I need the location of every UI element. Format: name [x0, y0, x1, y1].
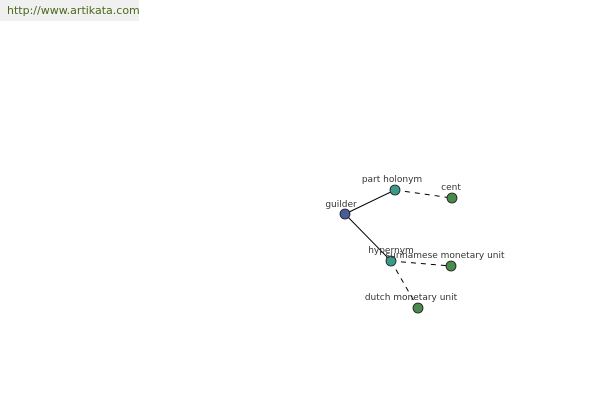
labels-layer: guilder part holonym cent hypernymsurinames…: [325, 175, 505, 303]
edge-guilder-to-part-holonym: [344, 189, 396, 215]
node-label-part-holonym[interactable]: part holonym: [362, 175, 422, 185]
node-hypernym[interactable]: [385, 255, 397, 267]
node-label-hypernym[interactable]: hypernym: [368, 246, 414, 256]
edge-guilder-to-hypernym: [344, 213, 392, 262]
node-label-guilder[interactable]: guilder: [325, 200, 357, 210]
node-part-holonym[interactable]: [389, 184, 401, 196]
node-label-dutch-monetary-unit[interactable]: dutch monetary unit: [365, 293, 458, 303]
node-label-surinamese-monetary-unit[interactable]: surinamese monetary unit: [385, 251, 505, 261]
nodes-layer: [339, 184, 458, 314]
edge-hypernym-to-surinamese-monetary-unit: [390, 260, 452, 267]
node-dutch-monetary-unit[interactable]: [412, 302, 424, 314]
node-surinamese-monetary-unit[interactable]: [445, 260, 457, 272]
node-guilder[interactable]: [339, 208, 351, 220]
edges-layer: [344, 189, 453, 309]
site-url-banner[interactable]: http://www.artikata.com: [0, 0, 140, 21]
node-cent[interactable]: [446, 192, 458, 204]
node-label-cent[interactable]: cent: [441, 183, 461, 193]
